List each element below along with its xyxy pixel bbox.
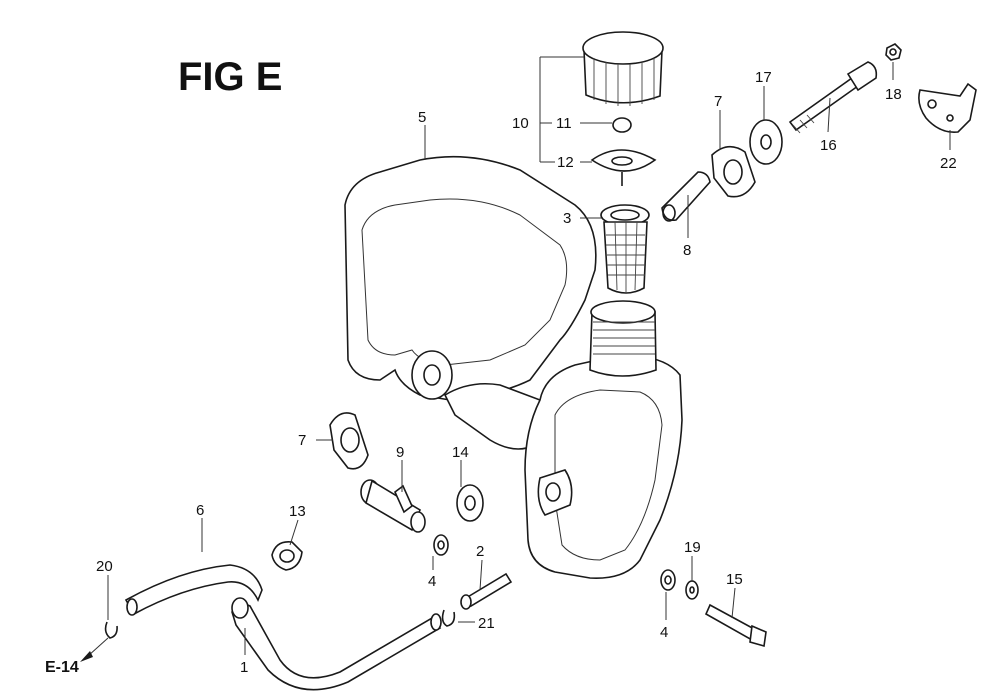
callout-12: 12: [557, 154, 574, 171]
washer-17: [749, 119, 783, 165]
callout-17: 17: [755, 69, 772, 86]
callout-21: 21: [478, 615, 495, 632]
cap-gasket: [590, 149, 657, 186]
fuel-joint: [360, 479, 426, 533]
grommet: [456, 484, 484, 522]
leader-lines: [87, 56, 951, 657]
callout-4-right: 4: [660, 624, 668, 641]
callout-11: 11: [556, 115, 572, 132]
cushion-rubber-lower: [329, 412, 369, 470]
bolt-15: [704, 603, 767, 648]
washer-4-left: [433, 534, 449, 556]
stay-bracket: [918, 82, 977, 134]
callout-9: 9: [396, 444, 404, 461]
reference-label: E-14: [45, 659, 79, 676]
cushion-rubber-upper: [711, 145, 756, 198]
arrow-icon: [80, 651, 93, 662]
callout-3: 3: [563, 210, 571, 227]
hose-clip-13: [271, 540, 303, 571]
callout-14: 14: [452, 444, 469, 461]
callout-16: 16: [820, 137, 837, 154]
callout-2: 2: [476, 543, 484, 560]
callout-6: 6: [196, 502, 204, 519]
callout-22: 22: [940, 155, 957, 172]
fuel-filter-strainer: [600, 204, 650, 294]
callout-15: 15: [726, 571, 743, 588]
washer-19: [685, 580, 699, 600]
figure-title: FIG E: [178, 55, 282, 99]
cap-seal: [612, 117, 632, 133]
fuel-tube-6: [124, 564, 263, 616]
callout-20: 20: [96, 558, 113, 575]
callout-18: 18: [885, 86, 902, 103]
callout-numbers: 5 10 11 12 3 8 7 17 16 18 22 7 9 14 13 6…: [96, 69, 957, 676]
callout-4-left: 4: [428, 573, 436, 590]
fuel-cap: [582, 31, 664, 106]
fuel-tube-1: [231, 603, 442, 691]
clip-21: [441, 609, 456, 627]
callout-1: 1: [240, 659, 248, 676]
mounting-bolt-16: [788, 61, 878, 134]
callout-8: 8: [683, 242, 691, 259]
washer-4-right: [660, 569, 676, 591]
callout-7-lower: 7: [298, 432, 306, 449]
callout-5: 5: [418, 109, 426, 126]
collar-tube: [661, 171, 711, 222]
callout-13: 13: [289, 503, 306, 520]
clip-20: [104, 621, 118, 639]
fuel-tank: [344, 155, 683, 579]
callout-19: 19: [684, 539, 701, 556]
callout-7-upper: 7: [714, 93, 722, 110]
nut-18: [885, 43, 902, 61]
callout-10: 10: [512, 115, 529, 132]
bolt-2: [460, 572, 513, 610]
